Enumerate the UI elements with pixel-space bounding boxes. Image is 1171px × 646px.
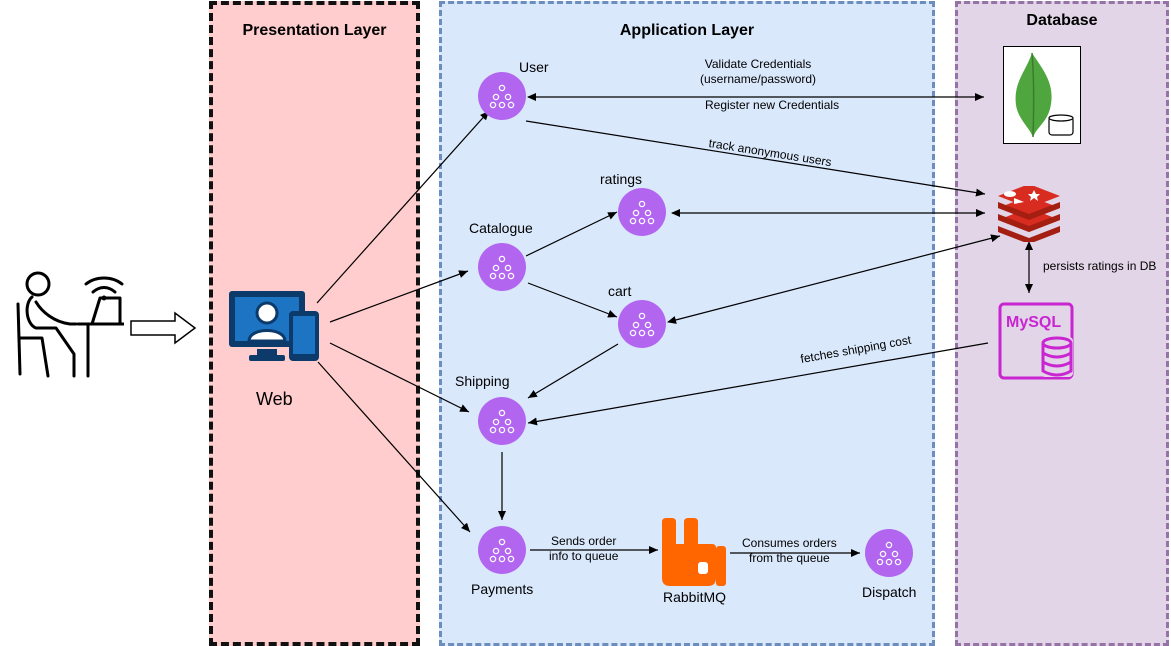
application-layer-title: Application Layer [619, 22, 755, 39]
sends-order-line2: info to queue [549, 549, 619, 563]
mysql-icon[interactable]: MySQL [997, 301, 1077, 381]
validate-credentials-line1: Validate Credentials [704, 57, 812, 71]
edge-web-shipping [329, 342, 470, 413]
user-service[interactable] [478, 72, 526, 120]
validate-credentials-line2: (username/password) [700, 72, 817, 86]
edge-web-payments [317, 361, 471, 533]
hollow-arrow-icon [130, 311, 197, 345]
dispatch-service-label: Dispatch [862, 584, 917, 600]
mysql-logo-text: MySQL [1006, 314, 1061, 331]
validate-credentials-label: Validate Credentials (username/password) [700, 57, 816, 87]
microservice-icon [876, 541, 902, 566]
edge-web-user [316, 110, 490, 304]
edge-web-catalogue [329, 270, 469, 323]
payments-service[interactable] [478, 526, 526, 574]
edge-catalogue-ratings [525, 211, 618, 257]
catalogue-service[interactable] [478, 243, 526, 291]
redis-icon[interactable] [996, 186, 1062, 242]
microservice-icon [489, 84, 515, 109]
edge-mysql-shipping [527, 342, 989, 426]
consumes-orders-line1: Consumes orders [742, 536, 837, 550]
ratings-service-label: ratings [600, 171, 643, 187]
edge-user-redis [525, 120, 986, 197]
microservice-icon [489, 538, 515, 563]
shipping-service[interactable] [478, 397, 526, 445]
persists-ratings-label: persists ratings in DB [1043, 259, 1157, 273]
register-credentials-label: Register new Credentials [705, 98, 840, 112]
user-at-desk-icon [16, 271, 124, 378]
consumes-orders-line2: from the queue [749, 551, 830, 565]
mongodb-icon [1015, 52, 1074, 138]
consumes-orders-label: Consumes orders from the queue [742, 536, 837, 566]
web-label: Web [256, 389, 293, 409]
microservice-icon [489, 409, 515, 434]
cart-service-label: cart [608, 283, 632, 299]
rabbitmq-icon[interactable] [662, 518, 728, 586]
mongodb-box[interactable] [1003, 46, 1081, 144]
ratings-service[interactable] [618, 188, 666, 236]
database-layer-title: Database [1026, 12, 1098, 29]
sends-order-label: Sends order info to queue [549, 534, 618, 564]
microservice-icon [629, 312, 655, 337]
edge-cart-shipping [527, 343, 619, 399]
payments-service-label: Payments [471, 581, 534, 597]
presentation-layer-title: Presentation Layer [242, 22, 387, 39]
edge-catalogue-cart [527, 282, 618, 318]
edge-cart-redis [667, 234, 1001, 324]
microservice-icon [489, 255, 515, 280]
cart-service[interactable] [618, 300, 666, 348]
user-service-label: User [519, 59, 549, 75]
microservice-icon [629, 200, 655, 225]
rabbitmq-label: RabbitMQ [663, 589, 727, 605]
catalogue-service-label: Catalogue [469, 220, 533, 236]
web-client-icon [229, 291, 319, 361]
sends-order-line1: Sends order [551, 534, 617, 548]
dispatch-service[interactable] [865, 529, 913, 577]
shipping-service-label: Shipping [455, 373, 510, 389]
